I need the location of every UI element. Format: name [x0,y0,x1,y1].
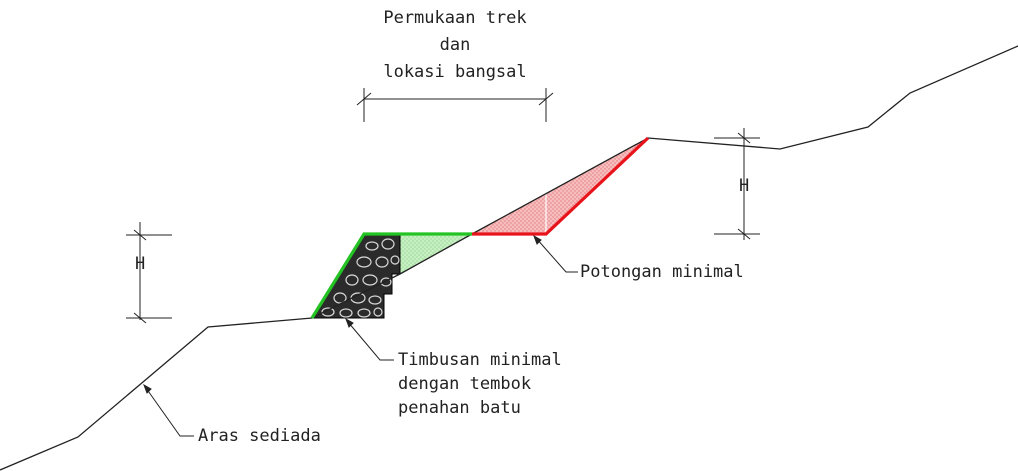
right-height-label: H [739,176,750,196]
right-height-dimension [714,128,760,240]
left-height-label: H [135,254,146,274]
track-label-line2: dan [439,35,471,55]
track-width-dimension [356,88,554,122]
left-height-dimension [126,222,172,324]
fill-label-line1: Timbusan minimal [398,350,562,370]
cut-leader [533,234,578,273]
existing-ground-label: Aras sediada [198,426,321,446]
cut-outline [472,136,650,236]
fill-label-line3: penahan batu [398,398,521,418]
fill-leader [345,317,394,361]
existing-ground-leader [143,383,194,437]
fill-label-line2: dengan tembok [398,374,532,394]
cut-label: Potongan minimal [580,262,744,282]
fill-outline [310,232,472,319]
rock-texture [321,238,400,318]
track-label-line3: lokasi bangsal [383,62,527,82]
track-label-line1: Permukaan trek [383,8,527,28]
